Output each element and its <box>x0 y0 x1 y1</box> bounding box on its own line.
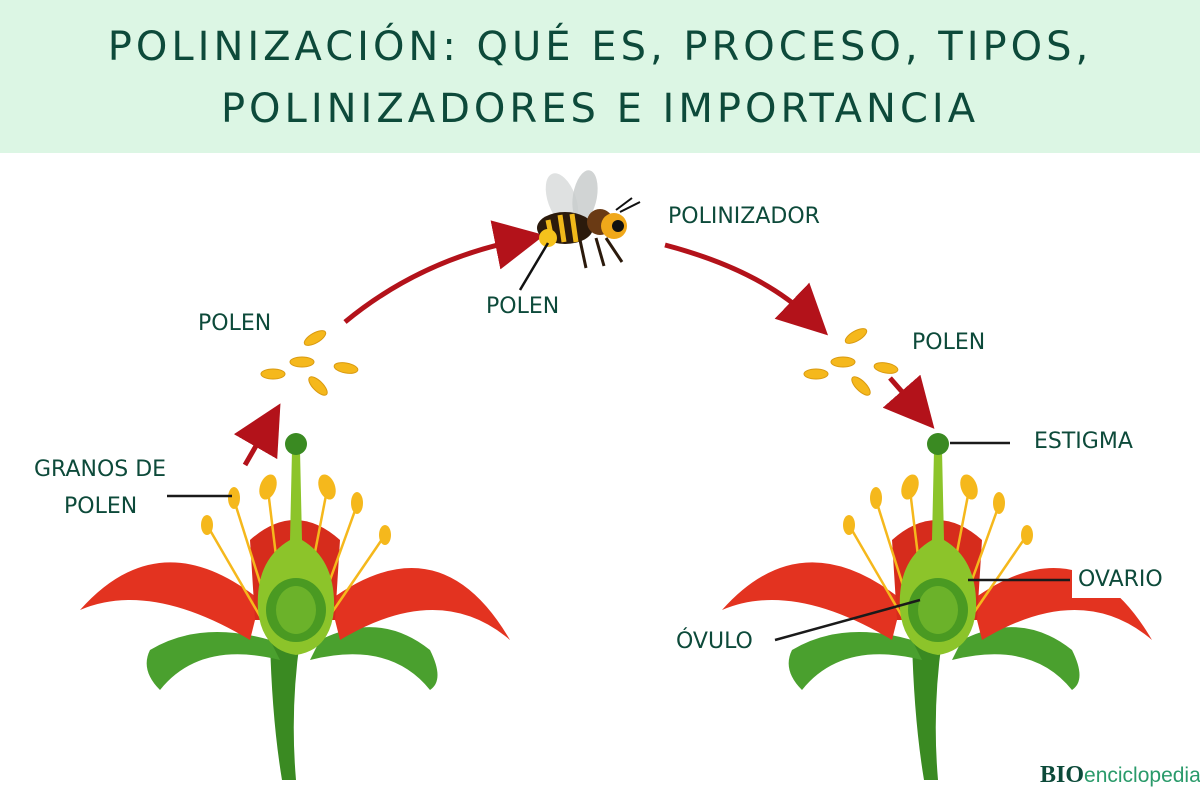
bee-icon <box>537 170 641 269</box>
label-polen-bee: POLEN <box>486 294 560 319</box>
label-polinizador: POLINIZADOR <box>668 204 820 229</box>
logo-prefix: BIO <box>1040 762 1085 788</box>
label-ovario: OVARIO <box>1072 562 1169 598</box>
flower-left <box>80 433 510 780</box>
page-title-line-2: POLINIZADORES E IMPORTANCIA <box>220 86 980 132</box>
label-polen-left: POLEN <box>198 311 272 336</box>
label-ovulo: ÓVULO <box>676 629 753 654</box>
title-banner: POLINIZACIÓN: QUÉ ES, PROCESO, TIPOS, PO… <box>0 0 1200 153</box>
leader-lines <box>167 441 1070 642</box>
pollen-grains-left <box>260 327 360 399</box>
label-estigma: ESTIGMA <box>1034 429 1133 454</box>
pollen-grains-right <box>803 325 900 399</box>
label-granos-de-polen-line2: POLEN <box>64 494 138 519</box>
arrow-icon <box>233 220 935 467</box>
bioenciclopedia-logo: BIOenciclopedia <box>1040 762 1200 789</box>
page-title-line-1: POLINIZACIÓN: QUÉ ES, PROCESO, TIPOS, <box>107 24 1093 70</box>
label-granos-de-polen-line1: GRANOS DE <box>34 457 167 482</box>
flower-right <box>722 433 1152 780</box>
logo-suffix: enciclopedia <box>1084 764 1200 787</box>
label-polen-right: POLEN <box>912 330 986 355</box>
